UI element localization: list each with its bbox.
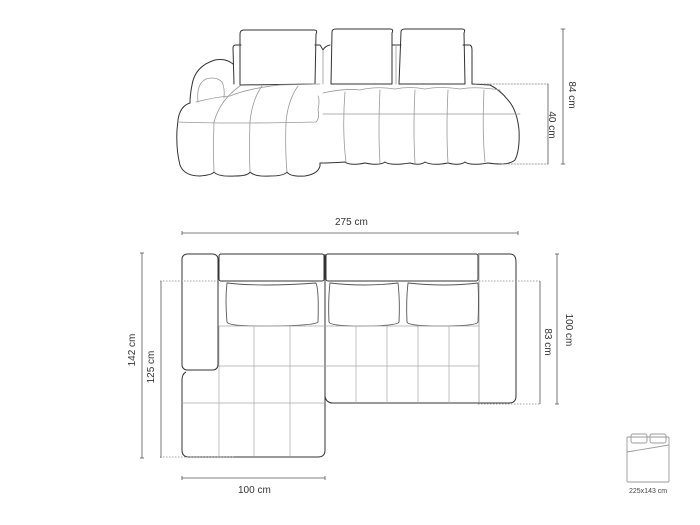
total-height-label: 84 cm xyxy=(566,81,577,109)
top-view xyxy=(140,231,559,480)
left-armrest xyxy=(181,253,219,371)
main-section-outline xyxy=(324,253,517,404)
total-width-label: 275 cm xyxy=(335,217,368,228)
pillow-3 xyxy=(398,28,466,85)
bed-icon xyxy=(626,433,670,483)
pillow-2 xyxy=(330,28,394,85)
pillow-top-3 xyxy=(406,282,479,327)
chaise-seat-length-label: 125 cm xyxy=(146,350,157,384)
chaise-outline xyxy=(181,371,326,458)
pillow-top-2 xyxy=(328,282,400,327)
chaise-width-label: 100 cm xyxy=(238,485,271,496)
main-seat-front xyxy=(319,83,520,165)
seat-depth-label: 83 cm xyxy=(542,328,553,356)
chaise-length-label: 142 cm xyxy=(127,333,138,367)
pillow-top-1 xyxy=(225,282,319,327)
depth-label: 100 cm xyxy=(563,313,574,347)
pillow-1 xyxy=(239,29,318,86)
bed-size-label: 225x143 cm xyxy=(629,488,668,495)
front-view xyxy=(176,28,566,177)
seat-height-label: 40 cm xyxy=(546,111,557,139)
chaise-front xyxy=(176,102,321,177)
